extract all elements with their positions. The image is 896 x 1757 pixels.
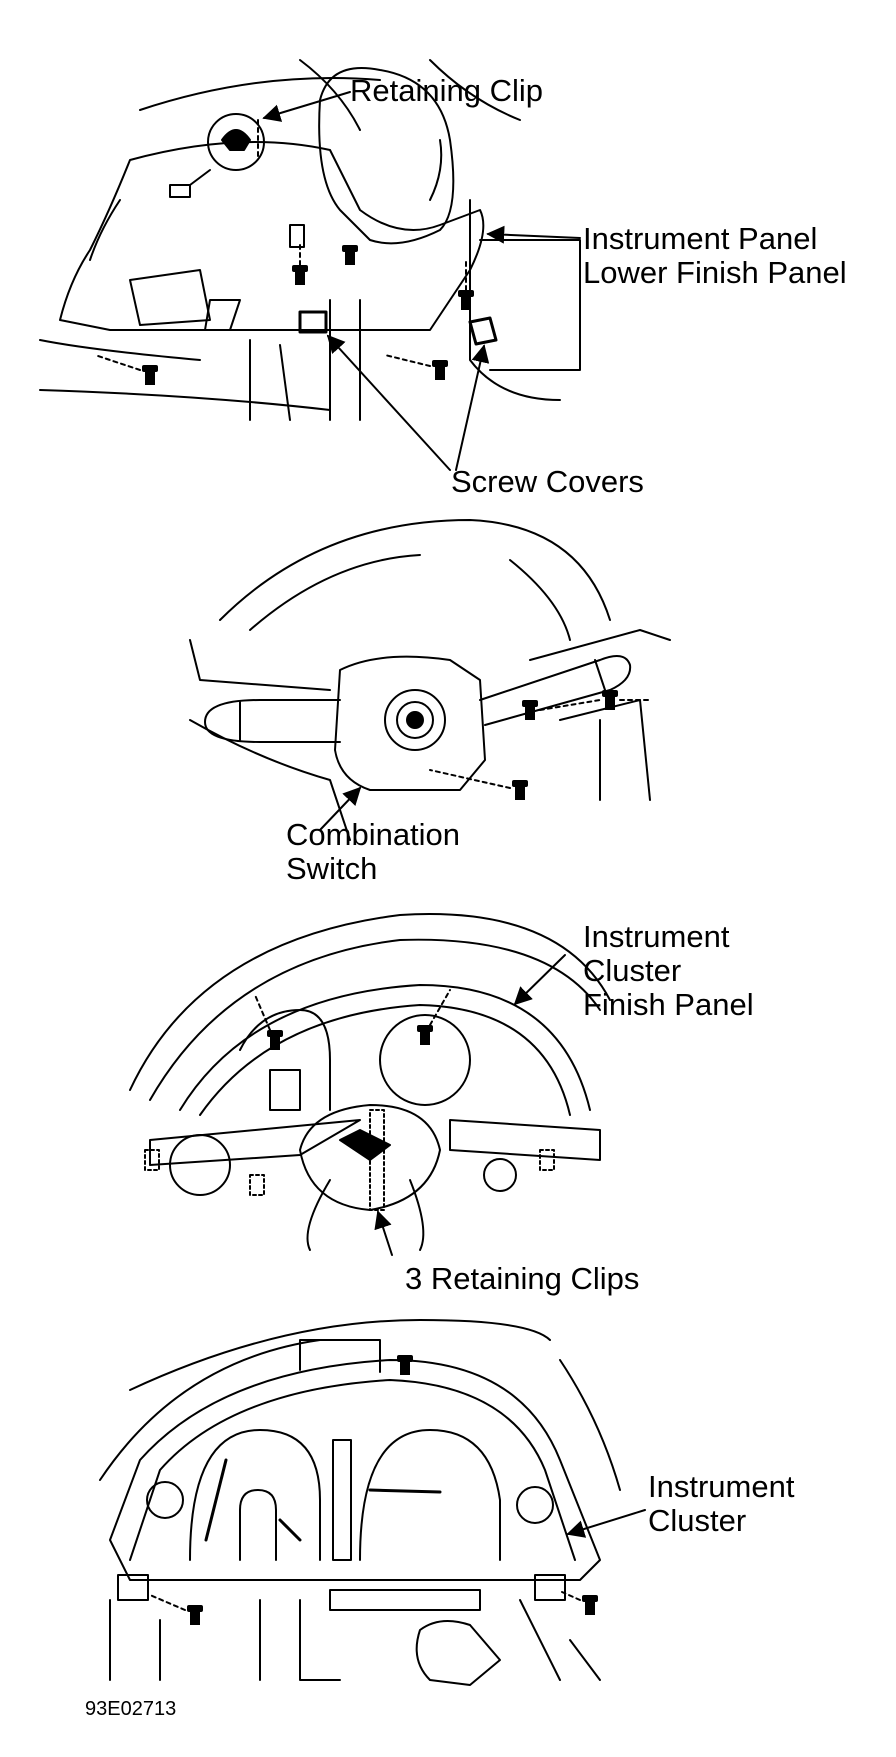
label-instrument-panel-lower-finish-panel: Instrument Panel Lower Finish Panel xyxy=(583,221,847,290)
label-3-retaining-clips: 3 Retaining Clips xyxy=(405,1261,640,1296)
panel-3-cluster-finish-panel xyxy=(129,913,611,1256)
label-retaining-clip: Retaining Clip xyxy=(350,73,543,108)
panel-4-instrument-cluster xyxy=(99,1319,646,1686)
panel-1-lower-finish-panel xyxy=(39,59,581,471)
figure-id: 93E02713 xyxy=(85,1698,177,1720)
label-instrument-cluster: Instrument Cluster xyxy=(648,1469,795,1538)
label-instrument-cluster-finish-panel: Instrument Cluster Finish Panel xyxy=(583,919,754,1022)
label-combination-switch: Combination Switch xyxy=(286,817,461,886)
label-screw-covers: Screw Covers xyxy=(451,464,644,499)
panel-2-combination-switch xyxy=(189,519,671,841)
